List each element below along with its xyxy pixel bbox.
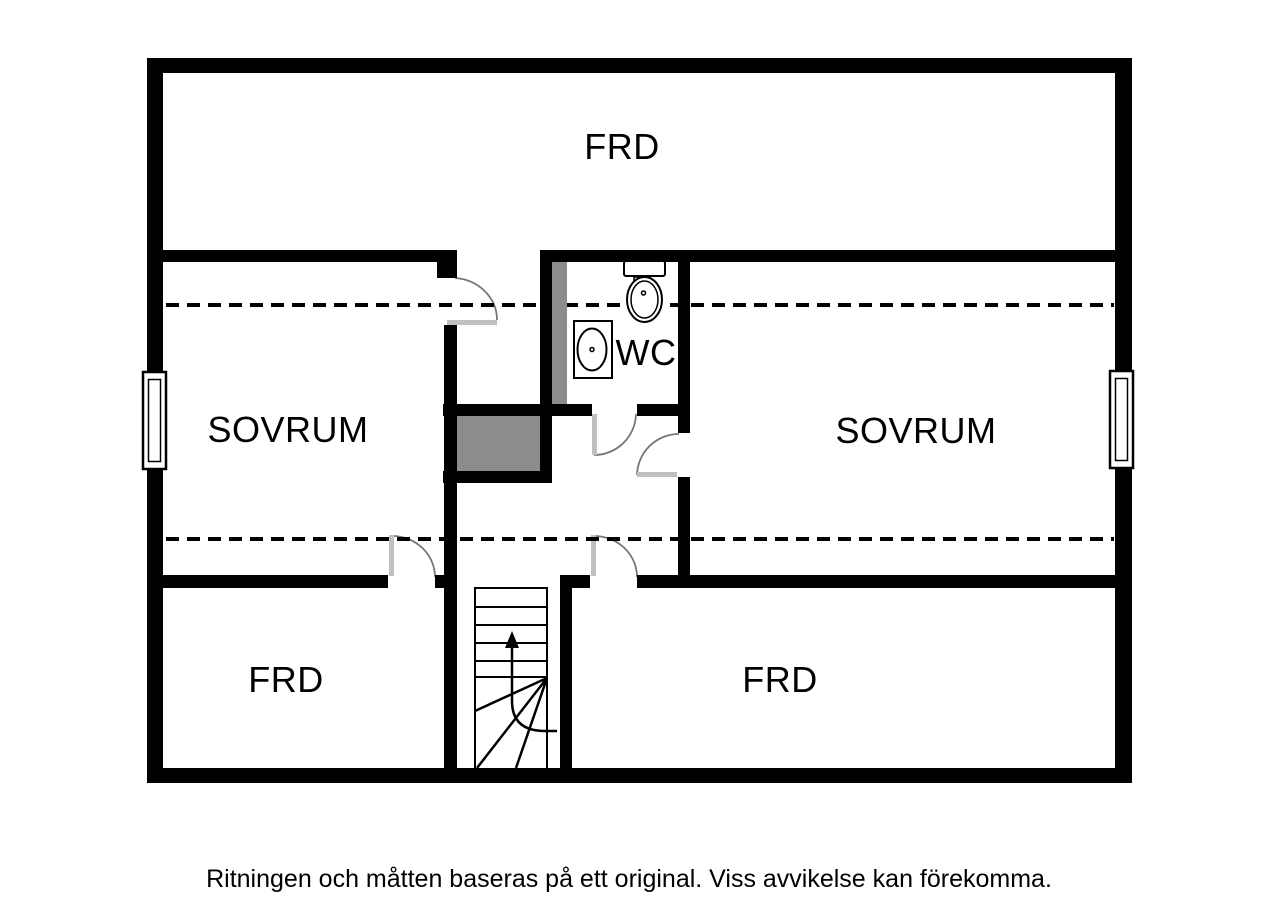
window-left-sash bbox=[147, 378, 162, 463]
masonry-blocks bbox=[457, 262, 567, 471]
window-right bbox=[1108, 369, 1135, 470]
wall-chimney-bottom bbox=[443, 471, 551, 483]
wall-wc-right-lower bbox=[678, 477, 690, 588]
doors bbox=[391, 277, 680, 578]
wc-fixtures bbox=[573, 260, 666, 379]
toilet-fixture bbox=[623, 260, 666, 323]
room-label-frd-top: FRD bbox=[584, 126, 660, 167]
door-leaf-frd-bottom-right bbox=[591, 535, 596, 576]
outer-wall-right-lower bbox=[1115, 469, 1132, 783]
toilet-flush-dot bbox=[640, 290, 647, 296]
wall-bottom-rooms-d bbox=[637, 575, 1115, 588]
door-leaf-wc bbox=[592, 414, 597, 455]
sink-fixture bbox=[573, 320, 613, 379]
door-arc-bedroom-left bbox=[454, 277, 498, 321]
staircase bbox=[474, 587, 557, 769]
door-leaves bbox=[389, 320, 677, 576]
stair-arrow-head bbox=[505, 631, 519, 648]
door-arc-frd-bottom-right bbox=[593, 535, 638, 578]
room-label-frd-bottom-right: FRD bbox=[742, 659, 818, 700]
wall-wc-left bbox=[540, 250, 552, 483]
flue-block bbox=[552, 262, 567, 404]
room-label-sovrum-left: SOVRUM bbox=[207, 409, 369, 450]
wall-bedroom-left-main bbox=[444, 325, 457, 768]
wall-top-rooms-right bbox=[540, 250, 1115, 262]
toilet-tank bbox=[623, 260, 666, 277]
door-arc-frd-bottom-left bbox=[391, 535, 436, 578]
wall-top-rooms-left bbox=[163, 250, 445, 262]
walls bbox=[147, 58, 1132, 783]
room-label-frd-bottom-left: FRD bbox=[248, 659, 324, 700]
wall-wc-bottom-left bbox=[443, 404, 592, 416]
outer-wall-bottom bbox=[147, 768, 1132, 783]
toilet-bowl-inner bbox=[630, 280, 659, 319]
outer-wall-left-upper bbox=[147, 58, 163, 372]
outer-wall-top bbox=[147, 58, 1132, 73]
wall-bottom-rooms-a bbox=[163, 575, 388, 588]
windows bbox=[141, 369, 1135, 471]
stair-winder bbox=[476, 677, 548, 769]
door-arc-wc bbox=[593, 413, 637, 456]
stair-winder bbox=[514, 677, 549, 769]
window-left bbox=[141, 370, 168, 471]
sink-drain-dot bbox=[589, 346, 595, 353]
wall-stairwell-right bbox=[560, 575, 572, 768]
disclaimer-caption: Ritningen och måtten baseras på ett orig… bbox=[206, 865, 1052, 893]
outer-wall-right-upper bbox=[1115, 58, 1132, 371]
wall-bedroom-left-stub bbox=[437, 250, 457, 278]
wall-wc-right-upper bbox=[678, 250, 690, 433]
door-leaf-bedroom-left bbox=[447, 320, 497, 325]
door-leaf-bedroom-right bbox=[637, 472, 677, 477]
stair-direction-arrow bbox=[510, 644, 557, 733]
window-right-sash bbox=[1114, 377, 1129, 462]
wall-wc-bottom-right bbox=[637, 404, 690, 416]
room-label-sovrum-right: SOVRUM bbox=[835, 410, 997, 451]
chimney-block bbox=[457, 416, 540, 471]
door-arc-bedroom-right bbox=[636, 433, 680, 476]
door-leaf-frd-bottom-left bbox=[389, 535, 394, 576]
outer-wall-left-lower bbox=[147, 470, 163, 783]
room-label-wc: WC bbox=[615, 332, 677, 373]
